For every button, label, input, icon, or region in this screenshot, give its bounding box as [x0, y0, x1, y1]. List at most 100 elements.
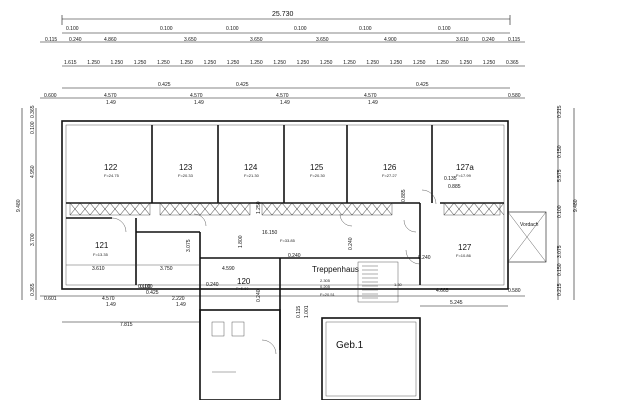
dim-interior: 0.135: [444, 176, 457, 182]
right-dimension-chains: 0.215 0.150 5.575 0.100 9.480 3.075 0.15…: [557, 105, 579, 300]
dim-bottom: 0.601: [44, 296, 57, 302]
door-swings: [111, 189, 437, 265]
dim-row5: 0.580: [508, 93, 521, 99]
hatch-mark: [69, 202, 81, 216]
hatch-mark: [351, 202, 363, 216]
dim-row2: 0.115: [45, 37, 57, 43]
dim-row3-label: 1.250: [227, 60, 240, 66]
dim-row3-label: 1.250: [273, 60, 286, 66]
dim-row3-label: 1.250: [483, 60, 496, 66]
dim-row3-label: 1.250: [157, 60, 170, 66]
dim-interior: 0.115: [296, 306, 302, 318]
room-area: F=24.75: [104, 173, 120, 178]
hatch-mark: [169, 202, 181, 216]
hatch-mark: [261, 202, 273, 216]
dim-row2: 4.900: [384, 37, 397, 43]
bottom-dimension-chains: 0.601 4.570 2.220 4.665 0.580 1.49 1.49 …: [40, 284, 525, 328]
dim-row5: 4.570: [190, 93, 203, 99]
hatch-mark: [473, 202, 485, 216]
hatch-mark: [209, 202, 221, 216]
room-number: 127: [458, 243, 472, 252]
dim-interior: 0.885: [401, 189, 407, 202]
dim-row3-label: 1.250: [390, 60, 403, 66]
dim-small: 0.100: [438, 26, 451, 32]
dim-bottom-sub: 1.49: [106, 302, 116, 308]
dim-row3-label: 1.250: [111, 60, 124, 66]
corridor-area: F=33.85: [280, 238, 296, 243]
room-area: F=27.27: [382, 173, 398, 178]
dim-right: 0.100: [557, 205, 563, 218]
room-area: F=21.30: [244, 173, 260, 178]
hatch-mark: [139, 202, 151, 216]
dim-row3-label: 1.615: [64, 60, 77, 66]
dim-interior: 0.885: [448, 184, 461, 190]
dim-interior: 0.240: [348, 237, 354, 250]
dim-row3-label: 1.250: [297, 60, 310, 66]
hatch-mark: [129, 202, 141, 216]
dim-row5: 0.600: [44, 93, 57, 99]
hatch-mark: [311, 202, 323, 216]
dim-row3-label: 1.250: [87, 60, 100, 66]
hatch-mark: [453, 202, 465, 216]
room-number: 123: [179, 163, 193, 172]
hatch-mark: [341, 202, 353, 216]
dim-interior: 0.240: [256, 289, 262, 302]
hatch-mark: [89, 202, 101, 216]
dim-overall-top: 25.730: [272, 11, 294, 18]
building-label: Geb.1: [336, 340, 364, 351]
dim-bottom-overall: 7.815: [120, 322, 133, 328]
room-area: F=20.33: [178, 173, 194, 178]
dim-small: 0.100: [294, 26, 307, 32]
dim-bottom: 4.665: [436, 288, 449, 294]
dim-row3-label: 1.250: [134, 60, 147, 66]
dim-interior: 3.750: [160, 266, 173, 272]
hatch-mark: [99, 202, 111, 216]
dim-row2: 0.240: [69, 37, 82, 43]
room-number: 120: [237, 277, 251, 286]
hatch-mark: [119, 202, 131, 216]
dim-row5: 4.570: [364, 93, 377, 99]
dim-interior: 0.100: [140, 284, 153, 290]
interior-dimensions: 3.610 3.750 4.590 3.075 1.800 0.240 0.24…: [66, 176, 461, 318]
dim-row5-sub: 1.49: [368, 100, 378, 106]
dim-interior: 0.240: [418, 255, 431, 261]
dim-interior: 4.590: [222, 266, 235, 272]
dim-row5-sub: 1.49: [194, 100, 204, 106]
dim-right: 0.215: [557, 283, 563, 296]
stair-area: F=20.51: [320, 292, 336, 297]
room-area: F=13.35: [93, 252, 109, 257]
dim-right: 0.215: [557, 105, 563, 118]
hatch-mark: [109, 202, 121, 216]
dim-row3-label: 1.250: [320, 60, 333, 66]
hatched-strip: [69, 202, 505, 216]
dim-interior: 1.250: [256, 201, 262, 214]
hatch-mark: [361, 202, 373, 216]
stair-small-label: 0.205: [320, 284, 331, 289]
hatch-mark: [239, 202, 251, 216]
hatch-mark: [301, 202, 313, 216]
hatch-mark: [219, 202, 231, 216]
dim-row4: 0.425: [158, 82, 171, 88]
dim-interior: 0.240: [206, 282, 219, 288]
dim-right: 5.575: [557, 169, 563, 182]
dim-row2: 3.650: [316, 37, 329, 43]
dim-row2: 4.860: [104, 37, 117, 43]
hatch-mark: [291, 202, 303, 216]
dim-interior: 1.001: [304, 305, 310, 318]
dim-left: 0.365: [30, 105, 36, 118]
dim-left: 3.700: [30, 233, 36, 246]
dim-row3-label: 1.250: [204, 60, 217, 66]
dim-bottom: 2.220: [172, 296, 185, 302]
hatch-mark: [463, 202, 475, 216]
hatch-mark: [443, 202, 455, 216]
hatch-mark: [199, 202, 211, 216]
dim-row3-label: 0.365: [506, 60, 519, 66]
dim-left: 0.365: [30, 283, 36, 296]
dim-row2: 3.650: [184, 37, 197, 43]
dim-right: 0.150: [557, 145, 563, 158]
hatch-mark: [331, 202, 343, 216]
dim-row2: 0.240: [482, 37, 495, 43]
dim-bottom: 0.580: [508, 288, 521, 294]
dim-row3-label: 1.250: [366, 60, 379, 66]
